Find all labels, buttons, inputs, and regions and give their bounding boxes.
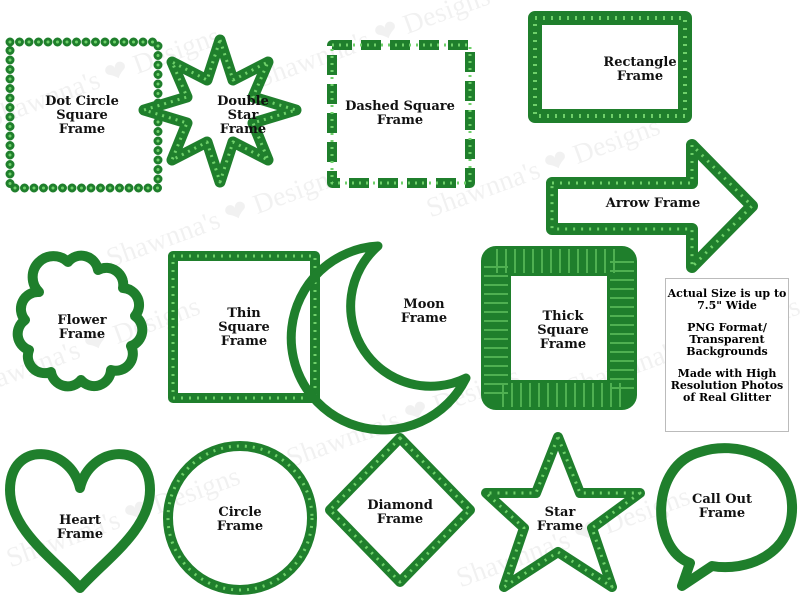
label-text: Circle Frame bbox=[216, 505, 264, 534]
info-format: PNG Format/ Transparent Backgrounds bbox=[686, 321, 768, 358]
arrow-frame bbox=[546, 139, 758, 273]
label-text: Call Out Frame bbox=[692, 492, 752, 521]
dot-circle-square-label: Dot Circle Square Frame bbox=[45, 95, 119, 137]
label-text: Rectangle Frame bbox=[603, 55, 677, 84]
label-text: Diamond Frame bbox=[367, 498, 433, 527]
thick-square-label: Thick Square Frame bbox=[537, 310, 588, 352]
label-text: Moon Frame bbox=[400, 297, 448, 326]
label-text: Arrow Frame bbox=[605, 196, 701, 211]
info-made: Made with High Resolution Photos of Real… bbox=[670, 367, 784, 404]
label-text: Thin Square Frame bbox=[218, 306, 270, 349]
rectangle-frame bbox=[528, 11, 692, 123]
label-text: Thick Square Frame bbox=[537, 309, 589, 352]
label-text: Double Star Frame bbox=[217, 94, 269, 137]
diamond-label: Diamond Frame bbox=[367, 499, 433, 527]
circle-frame bbox=[163, 441, 317, 595]
heart-frame bbox=[5, 449, 155, 593]
label-text: Heart Frame bbox=[56, 513, 104, 542]
circle-label: Circle Frame bbox=[217, 506, 263, 534]
star-frame bbox=[481, 432, 645, 592]
info-box: Actual Size is up to 7.5" Wide PNG Forma… bbox=[665, 278, 789, 432]
flower-frame bbox=[12, 250, 148, 392]
heart-label: Heart Frame bbox=[57, 514, 103, 542]
double-star-label: Double Star Frame bbox=[217, 95, 269, 137]
rectangle-label: Rectangle Frame bbox=[603, 56, 676, 84]
label-text: Star Frame bbox=[536, 505, 584, 534]
star-label: Star Frame bbox=[537, 506, 583, 534]
diamond-frame bbox=[325, 433, 475, 587]
label-text: Dot Circle Square Frame bbox=[45, 94, 119, 137]
dashed-square-frame bbox=[327, 40, 475, 188]
thick-square-frame bbox=[481, 246, 637, 410]
label-text: Flower Frame bbox=[57, 313, 107, 342]
dashed-square-label: Dashed Square Frame bbox=[345, 100, 455, 128]
flower-label: Flower Frame bbox=[57, 314, 106, 342]
call-out-frame bbox=[656, 443, 798, 591]
thin-square-label: Thin Square Frame bbox=[218, 307, 269, 349]
label-text: Dashed Square Frame bbox=[345, 99, 455, 128]
moon-label: Moon Frame bbox=[401, 298, 447, 326]
moon-frame bbox=[286, 241, 471, 435]
thin-square-frame bbox=[168, 251, 320, 403]
call-out-label: Call Out Frame bbox=[692, 493, 752, 521]
info-size: Actual Size is up to 7.5" Wide bbox=[667, 287, 787, 312]
arrow-label: Arrow Frame bbox=[606, 197, 700, 211]
double-star-frame bbox=[138, 34, 302, 188]
